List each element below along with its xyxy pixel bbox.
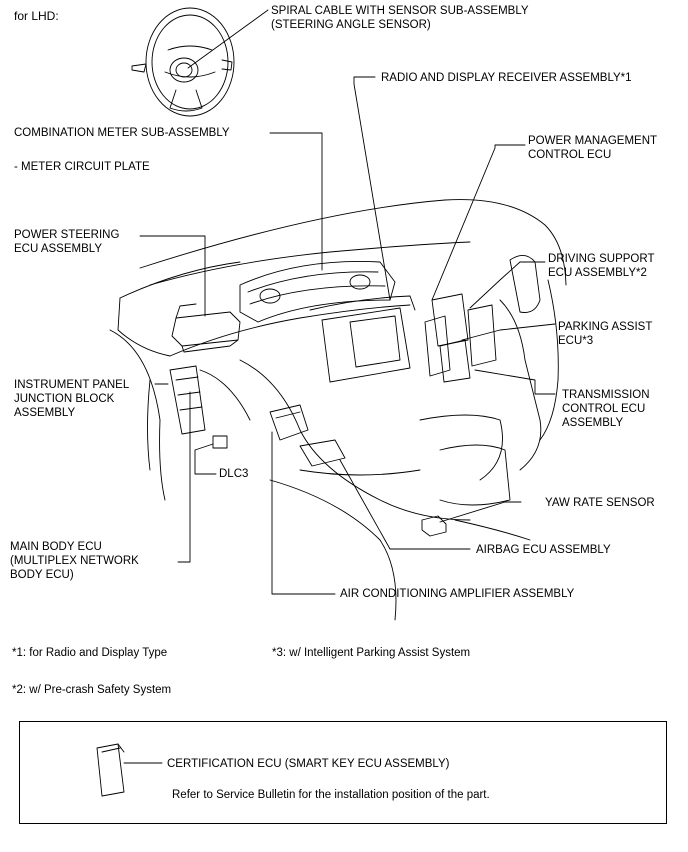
power-steering-label: POWER STEERING ECU ASSEMBLY — [14, 228, 119, 256]
right-ecus-drawing — [424, 293, 497, 383]
radio-display-label: RADIO AND DISPLAY RECEIVER ASSEMBLY*1 — [381, 71, 632, 85]
combination-meter-label-line1: COMBINATION METER SUB-ASSEMBLY — [14, 127, 230, 139]
driving-support-label-line2: ECU ASSEMBLY*2 — [548, 267, 647, 279]
dashboard-outline-drawing — [109, 199, 567, 621]
transmission-label-line3: ASSEMBLY — [562, 417, 624, 429]
dlc3-drawing — [212, 435, 228, 449]
instrument-panel-jb-label-line1: INSTRUMENT PANEL — [14, 379, 130, 391]
certification-ecu-note: Refer to Service Bulletin for the instal… — [172, 789, 490, 801]
spiral-cable-label: SPIRAL CABLE WITH SENSOR SUB-ASSEMBLY (S… — [271, 4, 529, 32]
main-body-label-line2: (MULTIPLEX NETWORK — [10, 555, 139, 567]
yaw-rate-label: YAW RATE SENSOR — [545, 496, 655, 510]
footnote-3: *3: w/ Intelligent Parking Assist System — [272, 647, 471, 659]
transmission-label-line1: TRANSMISSION — [562, 389, 650, 401]
main-body-label: MAIN BODY ECU (MULTIPLEX NETWORK BODY EC… — [10, 540, 139, 582]
power-steering-ecu-drawing — [171, 303, 241, 353]
instrument-panel-jb-label: INSTRUMENT PANEL JUNCTION BLOCK ASSEMBLY — [14, 378, 129, 420]
air-conditioning-label: AIR CONDITIONING AMPLIFIER ASSEMBLY — [340, 587, 574, 601]
air-conditioning-label-line1: AIR CONDITIONING AMPLIFIER ASSEMBLY — [340, 588, 575, 600]
combination-meter-label: COMBINATION METER SUB-ASSEMBLY — [14, 126, 230, 140]
junction-block-drawing — [169, 365, 206, 435]
transmission-label: TRANSMISSION CONTROL ECU ASSEMBLY — [562, 388, 650, 430]
power-steering-label-line2: ECU ASSEMBLY — [14, 243, 102, 255]
power-management-label-line2: CONTROL ECU — [528, 149, 612, 161]
combination-meter-drawing — [239, 261, 396, 323]
parking-assist-label-line1: PARKING ASSIST — [558, 321, 653, 333]
power-management-label-line1: POWER MANAGEMENT — [528, 135, 658, 147]
instrument-panel-jb-label-line3: ASSEMBLY — [14, 407, 76, 419]
header-label: for LHD: — [14, 9, 59, 23]
airbag-label: AIRBAG ECU ASSEMBLY — [476, 543, 611, 557]
steering-wheel-drawing — [131, 7, 235, 117]
main-body-label-line3: BODY ECU) — [10, 569, 74, 581]
meter-circuit-plate-label-line1: - METER CIRCUIT PLATE — [14, 161, 150, 173]
radio-display-drawing — [309, 295, 416, 383]
dlc3-label: DLC3 — [219, 467, 248, 481]
airbag-ecu-drawing — [299, 439, 346, 467]
instrument-panel-jb-label-line2: JUNCTION BLOCK — [14, 393, 115, 405]
radio-display-label-line1: RADIO AND DISPLAY RECEIVER ASSEMBLY*1 — [381, 72, 632, 84]
driving-support-label: DRIVING SUPPORT ECU ASSEMBLY*2 — [548, 252, 655, 280]
main-body-label-line1: MAIN BODY ECU — [10, 541, 102, 553]
transmission-label-line2: CONTROL ECU — [562, 403, 646, 415]
power-steering-label-line1: POWER STEERING — [14, 229, 120, 241]
certification-ecu-box — [19, 721, 667, 824]
leader-lines — [123, 9, 556, 764]
footnote-1: *1: for Radio and Display Type — [12, 647, 168, 659]
parking-assist-label-line2: ECU*3 — [558, 335, 594, 347]
power-management-label: POWER MANAGEMENT CONTROL ECU — [528, 134, 657, 162]
airbag-label-line1: AIRBAG ECU ASSEMBLY — [476, 544, 611, 556]
ac-amplifier-drawing — [269, 404, 309, 441]
yaw-rate-label-line1: YAW RATE SENSOR — [545, 497, 655, 509]
footnote-2: *2: w/ Pre-crash Safety System — [12, 684, 172, 696]
meter-circuit-plate-label: - METER CIRCUIT PLATE — [14, 160, 150, 174]
certification-ecu-drawing — [96, 743, 125, 797]
certification-ecu-label: CERTIFICATION ECU (SMART KEY ECU ASSEMBL… — [167, 758, 450, 770]
spiral-cable-label-line2: (STEERING ANGLE SENSOR) — [271, 19, 431, 31]
yaw-rate-sensor-drawing — [421, 515, 447, 537]
dlc3-label-line1: DLC3 — [219, 468, 249, 480]
parking-assist-label: PARKING ASSIST ECU*3 — [558, 320, 652, 348]
spiral-cable-label-line1: SPIRAL CABLE WITH SENSOR SUB-ASSEMBLY — [271, 5, 529, 17]
driving-support-label-line1: DRIVING SUPPORT — [548, 253, 655, 265]
